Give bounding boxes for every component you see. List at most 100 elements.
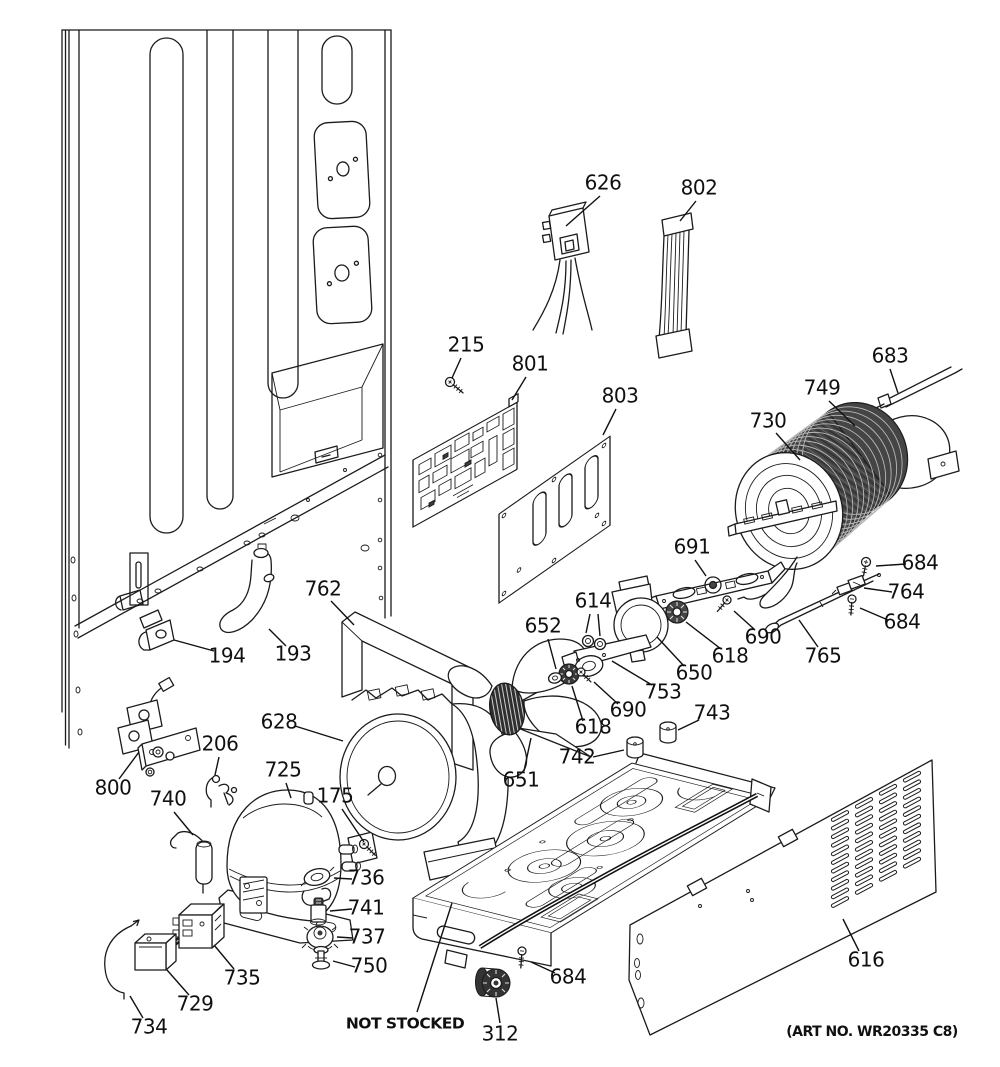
leader-line — [495, 997, 501, 1024]
screw-690-b — [576, 667, 592, 683]
leader-line — [213, 944, 235, 970]
leader-line — [875, 563, 907, 567]
part-label-730: 730 — [750, 409, 787, 433]
part-label-725: 725 — [265, 758, 302, 782]
part-label-762: 762 — [305, 577, 342, 601]
harness-734 — [104, 919, 140, 1000]
leader-line — [336, 936, 354, 939]
bumper-742 — [626, 736, 644, 759]
part-label-193: 193 — [275, 642, 312, 666]
condenser-730 — [727, 401, 909, 609]
leader-line — [592, 749, 625, 758]
leader-line — [597, 613, 601, 637]
bracket-691 — [647, 561, 786, 610]
leader-line — [511, 376, 527, 401]
capacitor-729 — [134, 933, 177, 971]
part-label-742: 742 — [559, 745, 596, 769]
leader-line — [214, 756, 220, 776]
leader-line — [329, 908, 353, 912]
part-label-art-no-wr20335-c8: (ART NO. WR20335 C8) — [786, 1024, 958, 1040]
screw-684-b — [847, 594, 857, 616]
wheel-312 — [475, 967, 511, 998]
washers-614 — [581, 634, 607, 651]
part-label-743: 743 — [694, 701, 731, 725]
leader-line — [798, 619, 819, 648]
leader-line — [166, 969, 190, 996]
part-label-206: 206 — [202, 732, 239, 756]
part-label-616: 616 — [848, 948, 885, 972]
grommet-652 — [547, 672, 563, 684]
leader-line — [694, 559, 707, 577]
leader-line — [863, 587, 893, 593]
part-label-734: 734 — [131, 1015, 168, 1039]
leader-line — [679, 200, 697, 222]
control-board-801 — [412, 393, 519, 528]
leader-line — [173, 639, 215, 652]
rear-cover-616 — [628, 759, 937, 1036]
leader-line — [333, 877, 353, 880]
leader-line — [341, 808, 365, 843]
leader-line — [593, 681, 619, 705]
leader-line — [332, 960, 356, 968]
part-label-753: 753 — [645, 680, 682, 704]
spacer-741 — [310, 897, 327, 926]
part-label-684-2: 684 — [884, 610, 921, 634]
grommet-618-a — [665, 600, 689, 624]
vent-grille — [830, 770, 922, 908]
leader-line — [828, 400, 856, 427]
bumper-743 — [659, 721, 677, 744]
part-label-740: 740 — [150, 787, 187, 811]
part-label-691: 691 — [674, 535, 711, 559]
part-label-683: 683 — [872, 344, 909, 368]
part-label-750: 750 — [351, 954, 388, 978]
relay-735 — [162, 903, 225, 954]
part-label-175: 175 — [317, 784, 354, 808]
screw-684-c — [517, 946, 527, 969]
part-label-626: 626 — [585, 171, 622, 195]
drier-740 — [169, 830, 213, 894]
part-label-614: 614 — [575, 589, 612, 613]
part-label-618-2: 618 — [575, 715, 612, 739]
leader-line — [733, 610, 755, 630]
leader-line — [611, 660, 653, 686]
clip-206 — [205, 774, 238, 808]
leader-line — [775, 432, 801, 461]
screw-175 — [358, 838, 376, 856]
water-valve-800 — [117, 676, 201, 777]
leader-line — [330, 600, 355, 626]
clamp-764 — [831, 574, 866, 596]
part-label-741: 741 — [348, 896, 385, 920]
part-label-690: 690 — [745, 625, 782, 649]
leader-line — [859, 607, 889, 621]
part-label-800: 800 — [95, 776, 132, 800]
part-label-801: 801 — [512, 352, 549, 376]
screw-215 — [444, 376, 464, 394]
switch-626 — [532, 201, 593, 335]
part-label-651: 651 — [503, 768, 540, 792]
leader-line — [889, 368, 899, 394]
leader-line — [547, 638, 557, 670]
compressor-725 — [218, 789, 361, 944]
grommet-618-b — [558, 663, 580, 685]
screw-684-a — [860, 556, 872, 577]
part-label-684: 684 — [902, 551, 939, 575]
cable-tie-683 — [875, 366, 963, 409]
part-label-736: 736 — [348, 866, 385, 890]
leader-line — [677, 719, 700, 731]
leader-line — [268, 628, 287, 647]
part-label-764: 764 — [888, 580, 925, 604]
part-label-690-2: 690 — [610, 698, 647, 722]
leader-line — [416, 902, 453, 1013]
leader-line — [173, 811, 194, 836]
part-label-194: 194 — [209, 644, 246, 668]
part-label-not-stocked: NOT STOCKED — [346, 1015, 465, 1033]
part-label-215: 215 — [448, 333, 485, 357]
part-label-737: 737 — [349, 925, 386, 949]
leader-line — [129, 995, 144, 1019]
leader-line — [565, 195, 601, 227]
board-cover-803 — [498, 435, 611, 604]
part-label-803: 803 — [602, 384, 639, 408]
part-label-729: 729 — [177, 992, 214, 1016]
